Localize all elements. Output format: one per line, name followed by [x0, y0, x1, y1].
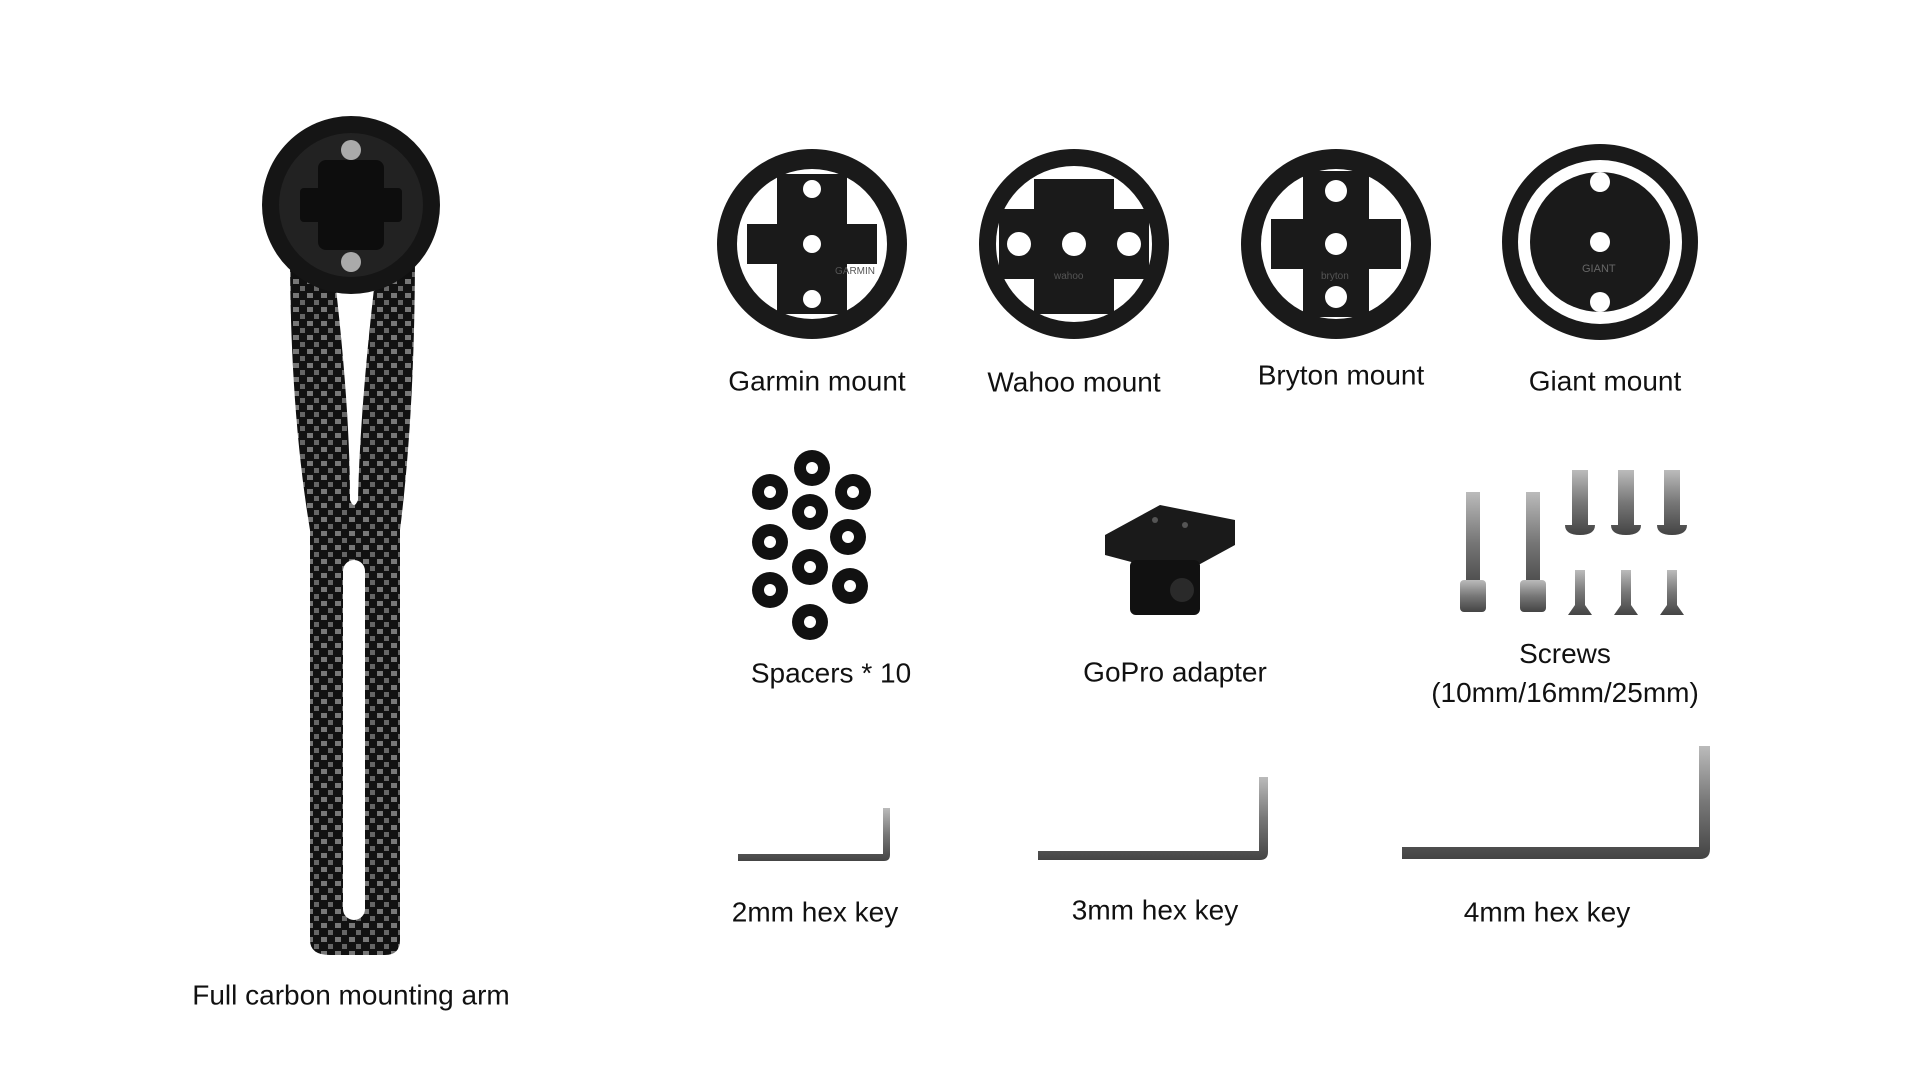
screws-title: Screws: [1519, 637, 1611, 669]
giant-mount-image: GIANT: [1502, 144, 1698, 340]
hex-key-3mm-label: 3mm hex key: [1071, 894, 1239, 926]
screws-image: [1460, 470, 1687, 615]
hex-key-2mm-label: 2mm hex key: [731, 896, 899, 928]
garmin-mount-label: Garmin mount: [728, 365, 906, 397]
gopro-adapter-image: [1105, 505, 1235, 615]
bryton-mount-image: bryton: [1241, 149, 1431, 339]
screws-label: Screws (10mm/16mm/25mm): [1431, 634, 1699, 712]
carbon-mounting-arm-image: [262, 116, 440, 955]
screws-sizes: (10mm/16mm/25mm): [1431, 677, 1699, 708]
giant-logo: GIANT: [1582, 263, 1616, 275]
garmin-logo: GARMIN: [835, 266, 875, 277]
wahoo-mount-label: Wahoo mount: [987, 366, 1161, 398]
hex-key-2mm-image: [738, 808, 890, 861]
garmin-mount-image: GARMIN: [717, 149, 907, 339]
wahoo-logo: wahoo: [1053, 271, 1084, 282]
gopro-adapter-label: GoPro adapter: [1083, 656, 1267, 688]
bryton-logo: bryton: [1321, 271, 1349, 282]
bryton-mount-label: Bryton mount: [1257, 359, 1425, 391]
arm-label: Full carbon mounting arm: [192, 979, 510, 1011]
giant-mount-label: Giant mount: [1528, 365, 1682, 397]
spacers-label: Spacers * 10: [750, 657, 912, 689]
hex-key-3mm-image: [1038, 777, 1268, 860]
hex-key-4mm-label: 4mm hex key: [1463, 896, 1631, 928]
spacers-image: [752, 450, 871, 640]
hex-key-4mm-image: [1402, 746, 1710, 859]
wahoo-mount-image: wahoo: [979, 149, 1169, 339]
